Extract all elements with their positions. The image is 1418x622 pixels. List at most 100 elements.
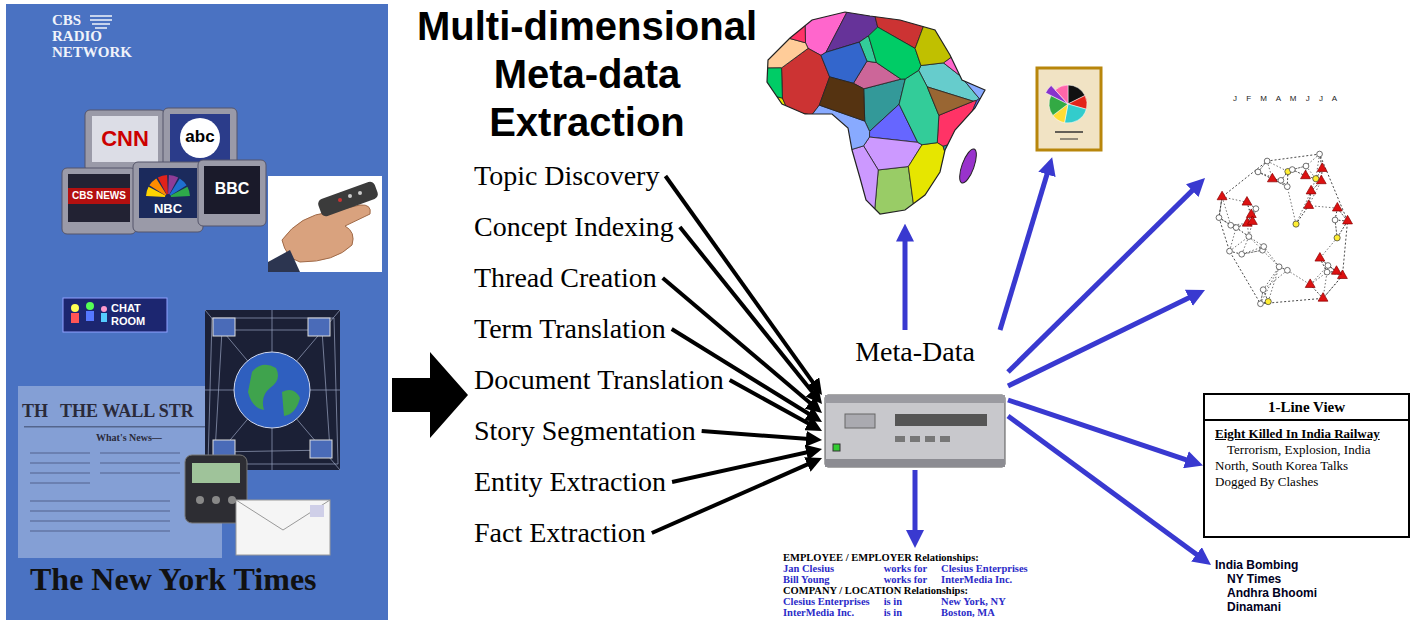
newspaper-heading: What's News— xyxy=(96,432,162,444)
story-list: India BombingNY TimesAndhra BhoomiDinama… xyxy=(1211,558,1317,614)
newspaper xyxy=(30,530,170,532)
metadata-device xyxy=(825,395,1005,467)
story-line: North, South Korea Talks Dogged By Clash… xyxy=(1215,458,1375,490)
media-panel xyxy=(6,4,388,620)
process-label: Topic Discovery xyxy=(468,160,665,192)
layout-arrow xyxy=(1000,171,1048,330)
pie-chart xyxy=(1046,85,1087,123)
metadata-device xyxy=(910,436,920,442)
map-region xyxy=(792,128,838,160)
web-globe xyxy=(215,330,330,452)
web-globe xyxy=(213,318,235,336)
network-graph xyxy=(1315,253,1325,262)
chat-room-banner xyxy=(101,313,107,322)
network-graph xyxy=(1313,176,1319,182)
tv-set-cbs-news xyxy=(68,188,130,204)
web-globe xyxy=(310,440,332,458)
network-graph xyxy=(1261,244,1267,250)
tv-set-nbc xyxy=(133,162,203,232)
flow-arrow xyxy=(1008,400,1189,461)
pie-chart-icon xyxy=(1037,68,1101,150)
relationship-list: EMPLOYEE / EMPLOYER Relationships:Jan Cl… xyxy=(783,548,1028,618)
network-graph xyxy=(1276,264,1282,270)
metadata-device xyxy=(940,436,950,442)
process-label: Story Segmentation xyxy=(468,415,702,447)
relation-cell: Bill Young xyxy=(783,574,870,585)
media-panel xyxy=(6,4,388,620)
story-line: Terrorism, Explosion, India xyxy=(1227,442,1402,458)
peacock-logo xyxy=(158,175,168,194)
chat-room-banner xyxy=(63,298,167,332)
network-logo: CBS RADIO NETWORK xyxy=(52,12,142,60)
peacock-logo xyxy=(146,175,190,197)
tv-set-cbs-news xyxy=(62,168,136,234)
map-region xyxy=(915,4,976,66)
peacock-logo xyxy=(171,187,190,197)
map-region xyxy=(899,70,939,144)
tv-set-bbc xyxy=(198,160,266,226)
flow-arrow xyxy=(672,452,809,482)
envelope xyxy=(236,500,330,530)
map-region xyxy=(821,42,867,83)
newspaper xyxy=(24,426,214,428)
network-graph xyxy=(1303,163,1309,169)
newspaper xyxy=(100,472,180,474)
process-label: Thread Creation xyxy=(468,262,663,294)
web-globe xyxy=(208,318,338,464)
tv-set-cbs-news xyxy=(68,174,130,222)
input-arrow xyxy=(392,352,468,438)
network-graph xyxy=(1332,202,1342,211)
network-logo: NBC xyxy=(139,201,197,216)
newspaper xyxy=(30,462,90,464)
metadata-device xyxy=(925,436,935,442)
envelope xyxy=(236,500,330,555)
map-region xyxy=(869,27,921,79)
network-graph xyxy=(1332,217,1338,223)
network-graph xyxy=(1227,248,1233,254)
network-logo: BBC xyxy=(204,180,260,198)
network-graph xyxy=(1219,154,1348,304)
pager xyxy=(228,496,236,504)
relation-cell: is in xyxy=(884,596,927,607)
network-graph xyxy=(1324,269,1330,275)
network-graph xyxy=(1293,221,1299,227)
newspaper xyxy=(30,510,170,512)
map-region xyxy=(760,4,806,43)
diagram-title: Multi-dimensional Meta-data Extraction xyxy=(412,2,762,146)
tv-set-cbs-news xyxy=(62,168,136,234)
pie-chart-icon xyxy=(1055,131,1083,133)
map-region xyxy=(760,155,818,218)
newspaper-masthead: The New York Times xyxy=(30,560,317,598)
relation-cell: Jan Clesius xyxy=(783,563,870,574)
network-graph xyxy=(1260,287,1266,293)
web-globe xyxy=(205,310,340,470)
map-region xyxy=(977,160,990,191)
tv-set-bbc xyxy=(198,160,266,226)
hand-with-remote xyxy=(268,250,300,272)
layout-arrow xyxy=(905,171,1048,330)
network-graph xyxy=(1222,197,1231,225)
newspaper-masthead: THE WALL STR xyxy=(60,400,194,422)
web-globe xyxy=(234,352,310,428)
flow-arrow xyxy=(702,431,810,439)
network-graph xyxy=(1304,200,1314,209)
hand-with-remote xyxy=(268,176,382,272)
source-name: NY Times xyxy=(1227,572,1317,586)
network-graph xyxy=(1265,299,1271,305)
network-graph xyxy=(1343,215,1353,224)
envelope xyxy=(236,500,330,555)
relation-heading: COMPANY / LOCATION Relationships: xyxy=(783,585,1028,596)
process-name: Concept Indexing xyxy=(474,211,674,243)
process-label: Document Translation xyxy=(468,364,730,396)
newspaper-masthead: TH xyxy=(22,400,48,422)
flow-arrow xyxy=(1008,188,1195,372)
hand-with-remote xyxy=(348,194,352,198)
pager xyxy=(212,496,220,504)
network-graph xyxy=(1239,251,1245,257)
network-graph xyxy=(1264,158,1270,164)
headline: Eight Killed In India Railway xyxy=(1215,426,1402,442)
map-region xyxy=(927,87,973,115)
store-label: Meta-Data xyxy=(822,336,1008,368)
tv-set-abc xyxy=(170,114,230,162)
